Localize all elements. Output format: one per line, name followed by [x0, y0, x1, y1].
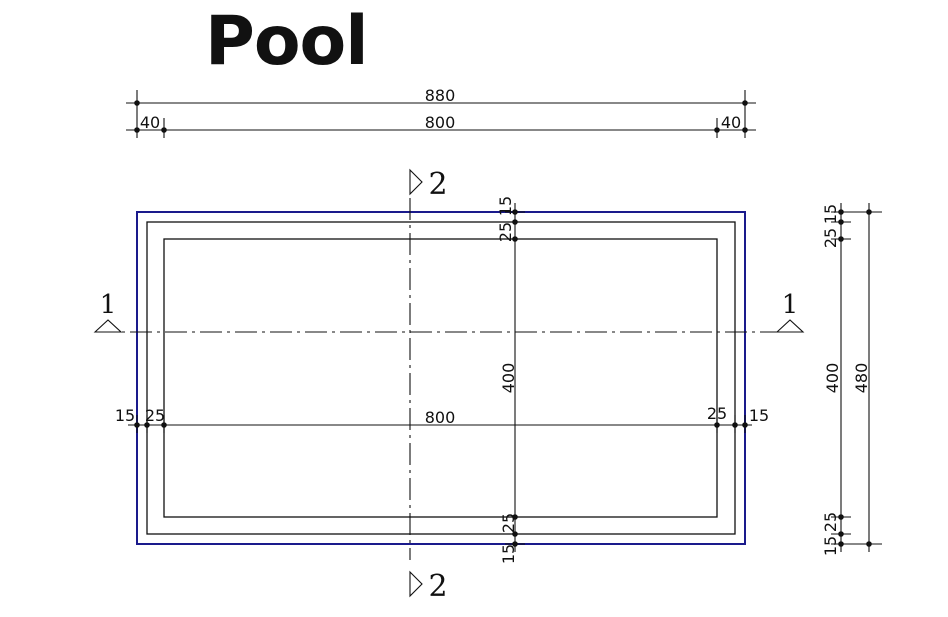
section-1-right-label: 1 — [782, 290, 799, 320]
section-2-bottom-label: 2 — [428, 569, 447, 604]
dim-label-side-top-b: 15 — [821, 204, 840, 224]
page-title: Pool — [205, 2, 369, 81]
section-1-left-label: 1 — [100, 290, 117, 320]
outer-wall-outline — [136, 211, 746, 545]
dim-label-center-top-a: 25 — [496, 222, 515, 242]
dim-label-horizontal-right-b: 15 — [749, 406, 769, 425]
dim-label-horizontal-left-a: 15 — [115, 406, 135, 425]
dimension-vertical-center — [505, 203, 525, 552]
dim-label-side-bottom-a: 15 — [821, 536, 840, 556]
dim-label-horizontal-left-b: 25 — [145, 406, 165, 425]
section-1-right-marker-icon — [775, 319, 805, 333]
dim-label-side-top-a: 25 — [821, 228, 840, 248]
section-1-left-marker-icon — [93, 319, 123, 333]
dim-label-side-inner: 400 — [823, 363, 842, 394]
dim-label-center-top-b: 15 — [496, 196, 515, 216]
dim-label-top-left: 40 — [140, 113, 160, 132]
dim-label-side-bottom-b: 25 — [821, 512, 840, 532]
dimension-side-total — [832, 203, 882, 552]
middle-wall-outline — [146, 221, 736, 535]
dim-label-horizontal-inner: 800 — [425, 408, 456, 427]
dimension-horizontal-inner — [128, 415, 752, 433]
dimension-top-inner — [126, 118, 756, 138]
dim-label-top-total: 880 — [425, 86, 456, 105]
dim-label-horizontal-right-a: 25 — [707, 404, 727, 423]
section-2-top-label: 2 — [428, 167, 447, 202]
dim-label-top-inner: 800 — [425, 113, 456, 132]
dim-label-center-span: 400 — [499, 363, 518, 394]
section-2-bottom-marker-icon — [409, 570, 423, 598]
section-2-top-marker-icon — [409, 168, 423, 196]
dim-label-side-total: 480 — [852, 363, 871, 394]
inner-pool-outline — [163, 238, 718, 518]
dim-label-center-bottom-b: 25 — [499, 513, 518, 533]
dim-label-center-bottom-a: 15 — [499, 544, 518, 564]
dim-label-top-right: 40 — [721, 113, 741, 132]
